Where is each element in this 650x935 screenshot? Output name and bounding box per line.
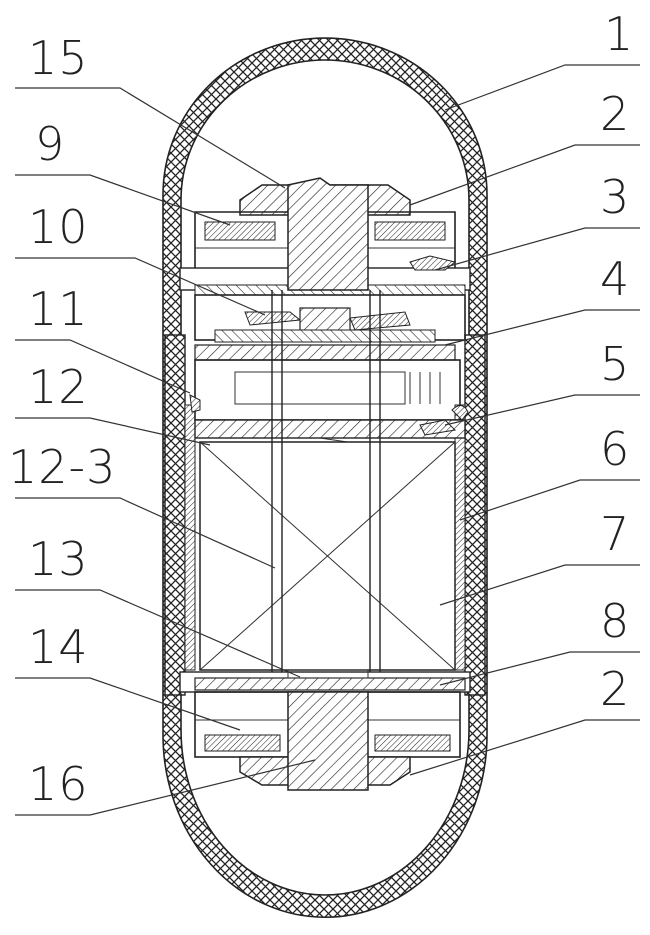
label-12-3: 12-3 <box>8 440 116 494</box>
label-10: 10 <box>28 200 89 254</box>
label-6: 6 <box>600 422 630 476</box>
label-2-top: 2 <box>600 87 630 141</box>
top-shaft <box>287 177 369 291</box>
label-5: 5 <box>600 337 630 391</box>
battery-pack <box>199 441 456 671</box>
label-11: 11 <box>28 282 89 336</box>
electronics-section <box>189 359 469 421</box>
label-1: 1 <box>604 7 634 61</box>
label-12: 12 <box>28 360 89 414</box>
lower-battery-plate <box>179 669 471 693</box>
label-13: 13 <box>28 532 89 586</box>
tie-rods <box>271 290 381 690</box>
label-15: 15 <box>28 31 89 85</box>
gear-assembly <box>194 294 466 361</box>
leader-lines <box>15 64 640 816</box>
part-labels: 1 15 2 9 3 10 4 11 5 12 6 12-3 7 13 8 14… <box>8 7 634 811</box>
label-9: 9 <box>35 117 65 171</box>
label-8: 8 <box>600 594 630 648</box>
label-7: 7 <box>600 507 630 561</box>
bottom-shaft <box>287 691 369 791</box>
label-2-bottom: 2 <box>600 662 630 716</box>
label-14: 14 <box>28 620 89 674</box>
label-4: 4 <box>600 252 630 306</box>
label-16: 16 <box>28 757 89 811</box>
outer-capsule-shell <box>162 37 488 918</box>
label-3: 3 <box>600 170 630 224</box>
